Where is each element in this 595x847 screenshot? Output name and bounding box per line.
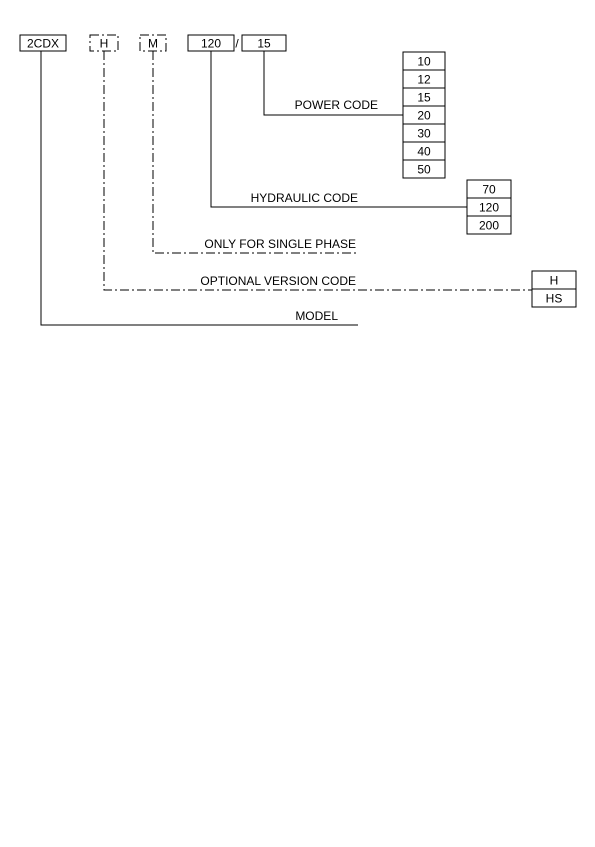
power-option-cell: 30: [402, 123, 446, 143]
version-option-cell: H: [531, 270, 577, 290]
power-option-value: 30: [417, 127, 431, 141]
code-optional-version-text: H: [100, 37, 109, 51]
hydraulic-option-value: 70: [482, 183, 496, 197]
code-single-phase-text: M: [148, 37, 158, 51]
code-separator: /: [235, 37, 239, 51]
code-model-text: 2CDX: [27, 37, 59, 51]
hydraulic-leader-line: [210, 51, 467, 208]
power-option-cell: 12: [402, 69, 446, 89]
version-option-cell: HS: [531, 288, 577, 308]
code-model-box: 2CDX: [19, 34, 67, 52]
power-option-cell: 20: [402, 105, 446, 125]
code-power-box: 15: [241, 34, 287, 52]
code-hydraulic-text: 120: [201, 37, 221, 51]
power-option-cell: 40: [402, 141, 446, 161]
hydraulic-option-cell: 120: [466, 197, 512, 217]
power-option-cell: 50: [402, 159, 446, 179]
code-power-text: 15: [257, 37, 271, 51]
model-leader-line: [40, 51, 358, 326]
version-option-value: H: [550, 274, 559, 288]
model-label: MODEL: [295, 309, 338, 323]
single-phase-label: ONLY FOR SINGLE PHASE: [204, 237, 356, 251]
power-option-value: 10: [417, 55, 431, 69]
hydraulic-option-cell: 70: [466, 179, 512, 199]
hydraulic-option-value: 120: [479, 201, 499, 215]
code-optional-version-box: H: [89, 34, 119, 52]
hydraulic-code-label: HYDRAULIC CODE: [251, 191, 358, 205]
power-option-value: 15: [417, 91, 431, 105]
version-option-value: HS: [546, 292, 563, 306]
hydraulic-options-table: 70 120 200: [466, 179, 512, 235]
code-single-phase-box: M: [139, 34, 167, 52]
optional-version-label: OPTIONAL VERSION CODE: [200, 274, 356, 288]
version-options-table: H HS: [531, 270, 577, 308]
hydraulic-option-value: 200: [479, 219, 499, 233]
power-code-label: POWER CODE: [295, 98, 378, 112]
power-option-value: 12: [417, 73, 431, 87]
optional-version-leader-line: [103, 51, 532, 291]
hydraulic-option-cell: 200: [466, 215, 512, 235]
power-option-value: 40: [417, 145, 431, 159]
power-option-value: 20: [417, 109, 431, 123]
power-option-cell: 10: [402, 51, 446, 71]
power-leader-line: [263, 51, 403, 116]
power-option-value: 50: [417, 163, 431, 177]
power-options-table: 10 12 15 20 30 40 50: [402, 51, 446, 179]
code-hydraulic-box: 120: [187, 34, 235, 52]
power-option-cell: 15: [402, 87, 446, 107]
single-phase-leader-line: [152, 51, 358, 254]
